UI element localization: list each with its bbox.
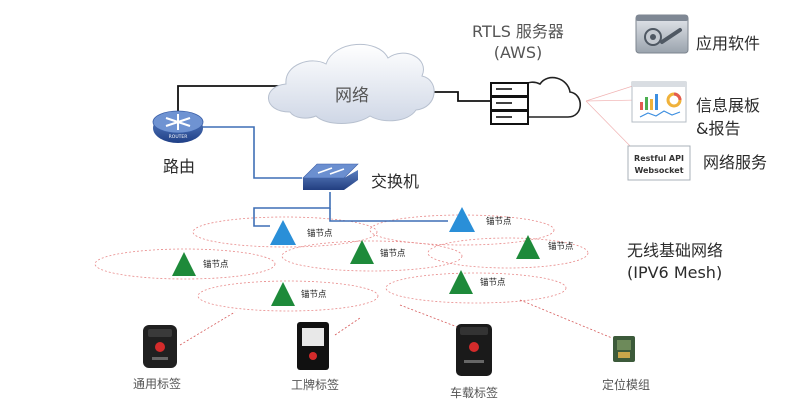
general-tag-label: 通用标签 xyxy=(133,376,181,391)
dashboard-label-line1: 信息展板 xyxy=(696,96,760,115)
coverage-ellipse xyxy=(192,216,378,248)
service-link-lines xyxy=(585,84,639,151)
blue-anchor-icon xyxy=(270,220,296,245)
vehicle-tag: 车载标签 xyxy=(450,324,498,400)
switch-side xyxy=(303,170,358,190)
mesh-label: 无线基础网络 (IPV6 Mesh) xyxy=(627,241,723,282)
api-box-line2: Websocket xyxy=(634,166,683,175)
tag-link xyxy=(399,304,461,329)
wan-links xyxy=(177,85,490,112)
coverage-ellipse xyxy=(197,280,379,312)
positioning-module-label: 定位模组 xyxy=(602,377,650,392)
tag-link xyxy=(519,299,613,339)
anchor-node-green: 锚节点 xyxy=(449,270,506,294)
anchor-label: 锚节点 xyxy=(480,277,506,288)
tag-link xyxy=(179,311,236,346)
anchor-node-green: 锚节点 xyxy=(350,240,406,264)
router-to-cloud-link xyxy=(177,85,282,112)
mesh-coverage-ellipses xyxy=(94,214,589,312)
switch-to-anchor-link-left xyxy=(253,192,331,227)
anchor-label: 锚节点 xyxy=(548,241,574,252)
green-anchor-icon xyxy=(271,282,295,306)
general-tag: 通用标签 xyxy=(133,325,181,391)
coverage-ellipse xyxy=(385,272,567,304)
tag-link xyxy=(334,317,361,336)
cloud-label: 网络 xyxy=(335,86,369,106)
service-link xyxy=(585,99,639,102)
network-cloud: 网络 xyxy=(268,44,435,124)
switch-device: 交换机 xyxy=(302,163,419,191)
badge-tag-label: 工牌标签 xyxy=(291,377,339,392)
anchor-node-green: 锚节点 xyxy=(172,252,229,276)
coverage-ellipse xyxy=(94,248,276,280)
bar-chart-icon xyxy=(640,94,658,110)
anchor-node-green: 锚节点 xyxy=(271,282,327,306)
mesh-label-line2: (IPV6 Mesh) xyxy=(627,263,722,282)
anchor-label: 锚节点 xyxy=(301,289,327,300)
green-anchor-icon xyxy=(172,252,196,276)
api-box-line1: Restful API xyxy=(634,154,684,163)
anchor-label: 锚节点 xyxy=(380,248,406,259)
service-dashboard: 信息展板 &报告 xyxy=(631,81,760,138)
service-link xyxy=(585,100,635,151)
green-anchor-icon xyxy=(516,235,540,259)
switch-arrows-icon xyxy=(317,167,345,175)
router-badge: ROUTER xyxy=(169,134,188,140)
server-title-line2: (AWS) xyxy=(494,43,543,62)
blue-anchor-icon xyxy=(449,207,475,232)
cloud-shape xyxy=(268,44,435,124)
tag-link-lines xyxy=(179,299,613,346)
service-web: Restful API Websocket 网络服务 xyxy=(627,145,767,181)
anchor-node-blue: 锚节点 xyxy=(449,207,512,232)
green-anchor-icon xyxy=(449,270,473,294)
switch-top xyxy=(302,163,359,179)
anchor-label: 锚节点 xyxy=(307,228,333,239)
lan-links xyxy=(200,126,448,227)
coverage-ellipse xyxy=(427,237,589,269)
mesh-label-line1: 无线基础网络 xyxy=(627,241,723,260)
tag-devices: 通用标签 工牌标签 车载标签 定位模组 xyxy=(133,322,650,400)
green-anchor-icon xyxy=(350,240,374,264)
dashboard-label-line2: &报告 xyxy=(696,119,740,138)
coverage-ellipse xyxy=(281,240,463,272)
router-arrows-icon xyxy=(165,114,191,130)
anchor-nodes: 锚节点 锚节点 锚节点 锚节点 锚节点 锚节点 锚节点 xyxy=(172,207,574,306)
rtls-server: RTLS 服务器 (AWS) xyxy=(472,22,582,125)
anchor-node-blue: 锚节点 xyxy=(270,220,333,245)
router-label: 路由 xyxy=(163,157,195,176)
service-link xyxy=(585,84,637,102)
switch-to-anchor-link-right xyxy=(329,208,448,222)
router-device: ROUTER 路由 xyxy=(152,110,204,176)
positioning-module: 定位模组 xyxy=(602,336,650,392)
line-chart-icon xyxy=(639,110,681,118)
web-service-label: 网络服务 xyxy=(703,153,767,172)
cloud-to-server-link xyxy=(418,91,490,102)
server-rack-icon xyxy=(490,82,529,125)
api-box xyxy=(627,145,691,181)
anchor-label: 锚节点 xyxy=(486,216,512,227)
anchor-node-green: 锚节点 xyxy=(516,235,574,259)
badge-tag: 工牌标签 xyxy=(291,322,339,392)
router-to-switch-link xyxy=(200,126,302,179)
service-app-software: 应用软件 xyxy=(635,14,760,54)
server-title-line1: RTLS 服务器 xyxy=(472,22,564,41)
switch-label: 交换机 xyxy=(371,172,419,191)
app-software-label: 应用软件 xyxy=(696,34,760,53)
anchor-label: 锚节点 xyxy=(203,259,229,270)
vehicle-tag-label: 车载标签 xyxy=(450,385,498,400)
wrench-icon xyxy=(660,28,682,44)
